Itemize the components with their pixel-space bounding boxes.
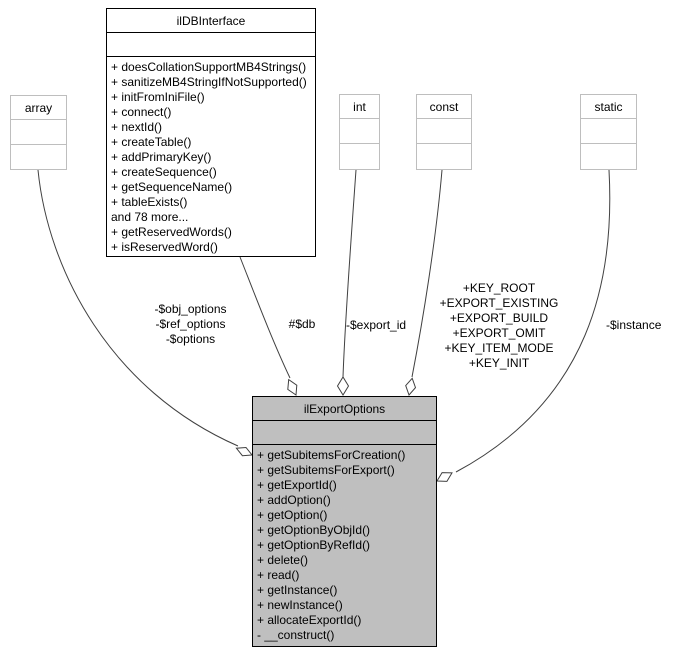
class-title-ilexportoptions: ilExportOptions (253, 397, 436, 421)
list-line: + addOption() (257, 493, 331, 507)
list-line: + initFromIniFile() (111, 90, 205, 104)
list-line: + getExportId() (257, 478, 337, 492)
type-compartment-empty (417, 119, 471, 144)
edge-label-array-members: -$obj_options-$ref_options-$options (128, 302, 253, 347)
aggregation-diamond-static (436, 472, 453, 482)
edge-static-to-export (455, 169, 611, 473)
type-compartment-empty (11, 120, 66, 145)
list-line: + delete() (257, 553, 309, 567)
class-title-ildbinterface[interactable]: ilDBInterface (107, 9, 315, 33)
list-line: + getSubitemsForExport() (257, 463, 395, 477)
class-attributes-empty (253, 421, 436, 445)
list-line: + getOptionByRefId() (257, 538, 371, 552)
list-line: + isReservedWord() (111, 240, 218, 254)
type-node-static: static (580, 94, 637, 170)
list-line: + connect() (111, 105, 172, 119)
list-line: + getSubitemsForCreation() (257, 448, 406, 462)
aggregation-diamond-db (287, 378, 298, 396)
list-line: + createTable() (111, 135, 192, 149)
list-line: -$ref_options (155, 317, 226, 331)
type-compartment-empty (340, 144, 379, 169)
list-line: +EXPORT_OMIT (452, 326, 546, 340)
list-line: + getOptionByObjId() (257, 523, 371, 537)
edge-label-const-members: +KEY_ROOT+EXPORT_EXISTING+EXPORT_BUILD+E… (428, 281, 570, 371)
type-node-const: const (416, 94, 472, 170)
edge-db-to-export (239, 256, 291, 379)
type-compartment-empty (417, 144, 471, 169)
list-line: -$options (165, 332, 216, 346)
type-compartment-empty (340, 119, 379, 144)
edge-array-to-export (37, 169, 239, 447)
edge-int-to-export (342, 169, 357, 378)
type-title-static: static (581, 95, 636, 119)
list-line: - __construct() (257, 628, 335, 642)
list-line: + addPrimaryKey() (111, 150, 212, 164)
list-line: + allocateExportId() (257, 613, 362, 627)
list-line: +KEY_ROOT (462, 281, 536, 295)
class-attributes-empty (107, 33, 315, 57)
list-line: + newInstance() (257, 598, 343, 612)
type-compartment-empty (581, 144, 636, 169)
list-line: +KEY_INIT (468, 356, 530, 370)
edge-const-to-export (411, 169, 443, 378)
list-line: + sanitizeMB4StringIfNotSupported() (111, 75, 307, 89)
list-line: + getOption() (257, 508, 328, 522)
aggregation-diamond-array (235, 446, 253, 457)
class-node-ildbinterface[interactable]: ilDBInterface + doesCollationSupportMB4S… (106, 8, 316, 257)
list-line: + read() (257, 568, 300, 582)
list-line: +KEY_ITEM_MODE (444, 341, 554, 355)
aggregation-diamond-int (336, 376, 350, 396)
list-line: + getInstance() (257, 583, 338, 597)
list-line: + doesCollationSupportMB4Strings() (111, 60, 307, 74)
type-compartment-empty (581, 119, 636, 144)
list-line: + createSequence() (111, 165, 217, 179)
type-node-array: array (10, 95, 67, 170)
list-line: -$obj_options (154, 302, 227, 316)
type-title-array: array (11, 96, 66, 120)
type-title-const: const (417, 95, 471, 119)
list-line: +EXPORT_BUILD (449, 311, 549, 325)
list-line: + getSequenceName() (111, 180, 233, 194)
aggregation-diamond-const (405, 377, 417, 396)
list-line: + tableExists() (111, 195, 188, 209)
list-line: +EXPORT_EXISTING (439, 296, 559, 310)
list-line: + getReservedWords() (111, 225, 232, 239)
edge-label-db-member: #$db (288, 317, 316, 331)
edge-label-instance-member: -$instance (606, 318, 662, 332)
type-node-int: int (339, 94, 380, 170)
class-methods-ilexportoptions: + getSubitemsForCreation()+ getSubitemsF… (253, 445, 436, 646)
type-title-int: int (340, 95, 379, 119)
list-line: + nextId() (111, 120, 163, 134)
type-compartment-empty (11, 145, 66, 169)
list-line: and 78 more... (111, 210, 189, 224)
class-methods-ildbinterface: + doesCollationSupportMB4Strings()+ sani… (107, 57, 315, 256)
edge-label-exportid-member: -$export_id (346, 318, 407, 332)
class-node-ilexportoptions: ilExportOptions + getSubitemsForCreation… (252, 396, 437, 647)
